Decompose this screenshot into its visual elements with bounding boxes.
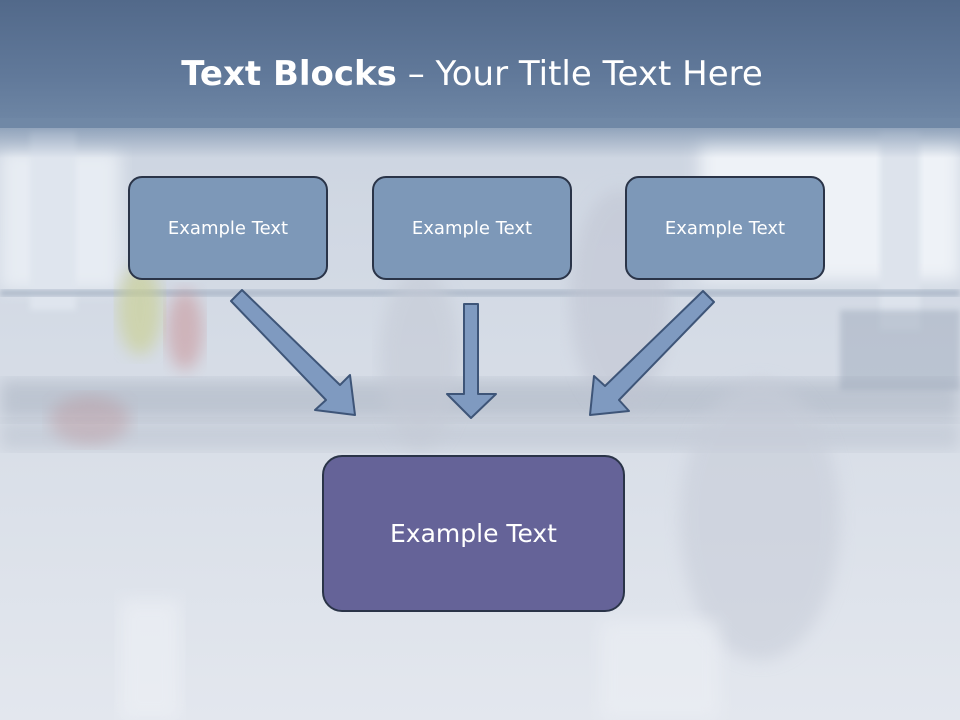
title-bar-fade <box>0 118 960 158</box>
title-rest: – Your Title Text Here <box>396 54 763 94</box>
text-block-center[interactable]: Example Text <box>372 176 572 280</box>
arrow-left <box>230 289 356 416</box>
text-block-left-label: Example Text <box>167 217 289 239</box>
text-block-left[interactable]: Example Text <box>128 176 328 280</box>
text-block-main-label: Example Text <box>390 519 557 548</box>
text-block-main[interactable]: Example Text <box>322 455 625 612</box>
text-block-right[interactable]: Example Text <box>625 176 825 280</box>
arrow-center <box>446 303 497 419</box>
text-block-center-label: Example Text <box>411 217 533 239</box>
title-bold: Text Blocks <box>181 54 397 94</box>
text-block-right-label: Example Text <box>664 217 786 239</box>
arrow-right <box>589 290 715 416</box>
title-bar <box>0 0 960 128</box>
slide-title: Text Blocks – Your Title Text Here <box>0 52 944 96</box>
